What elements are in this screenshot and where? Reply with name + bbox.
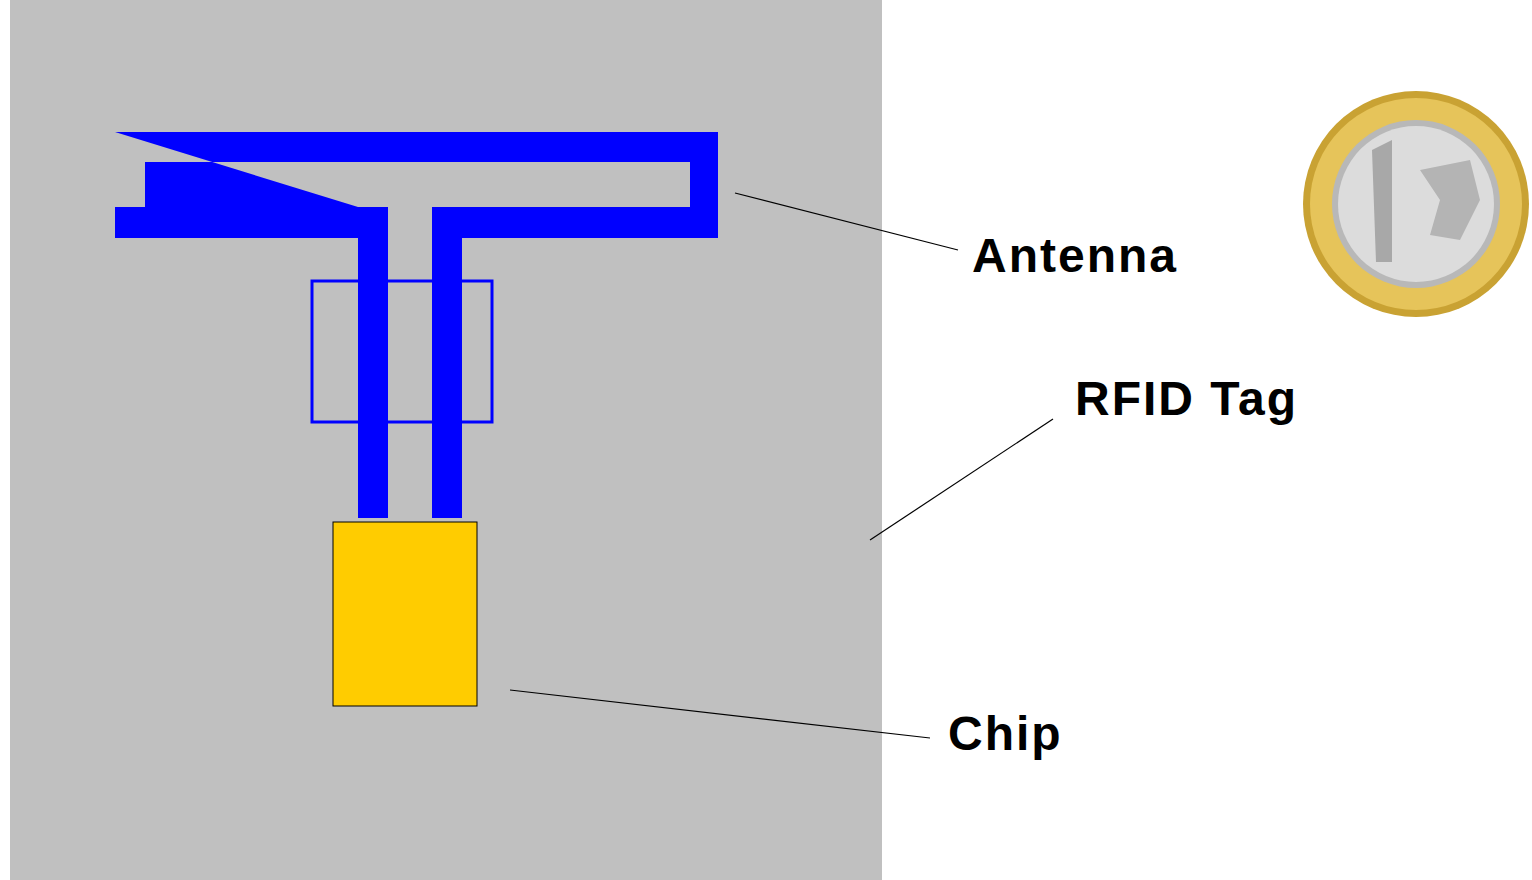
euro-coin (1303, 91, 1529, 317)
leader-line (735, 193, 958, 250)
antenna-right-stem (432, 207, 462, 518)
leader-line (510, 690, 930, 738)
matching-loop (312, 281, 492, 422)
leader-line (870, 419, 1053, 540)
part-label: RFID Tag (1075, 375, 1298, 423)
antenna-left-stem (358, 207, 388, 518)
tag-substrate (10, 0, 882, 880)
antenna-left-arm (115, 207, 388, 238)
antenna-right-arm (462, 207, 690, 238)
antenna-top-left (115, 132, 718, 238)
part-label: Chip (948, 710, 1063, 758)
chip-die (333, 522, 477, 706)
part-label: Antenna (972, 232, 1178, 280)
